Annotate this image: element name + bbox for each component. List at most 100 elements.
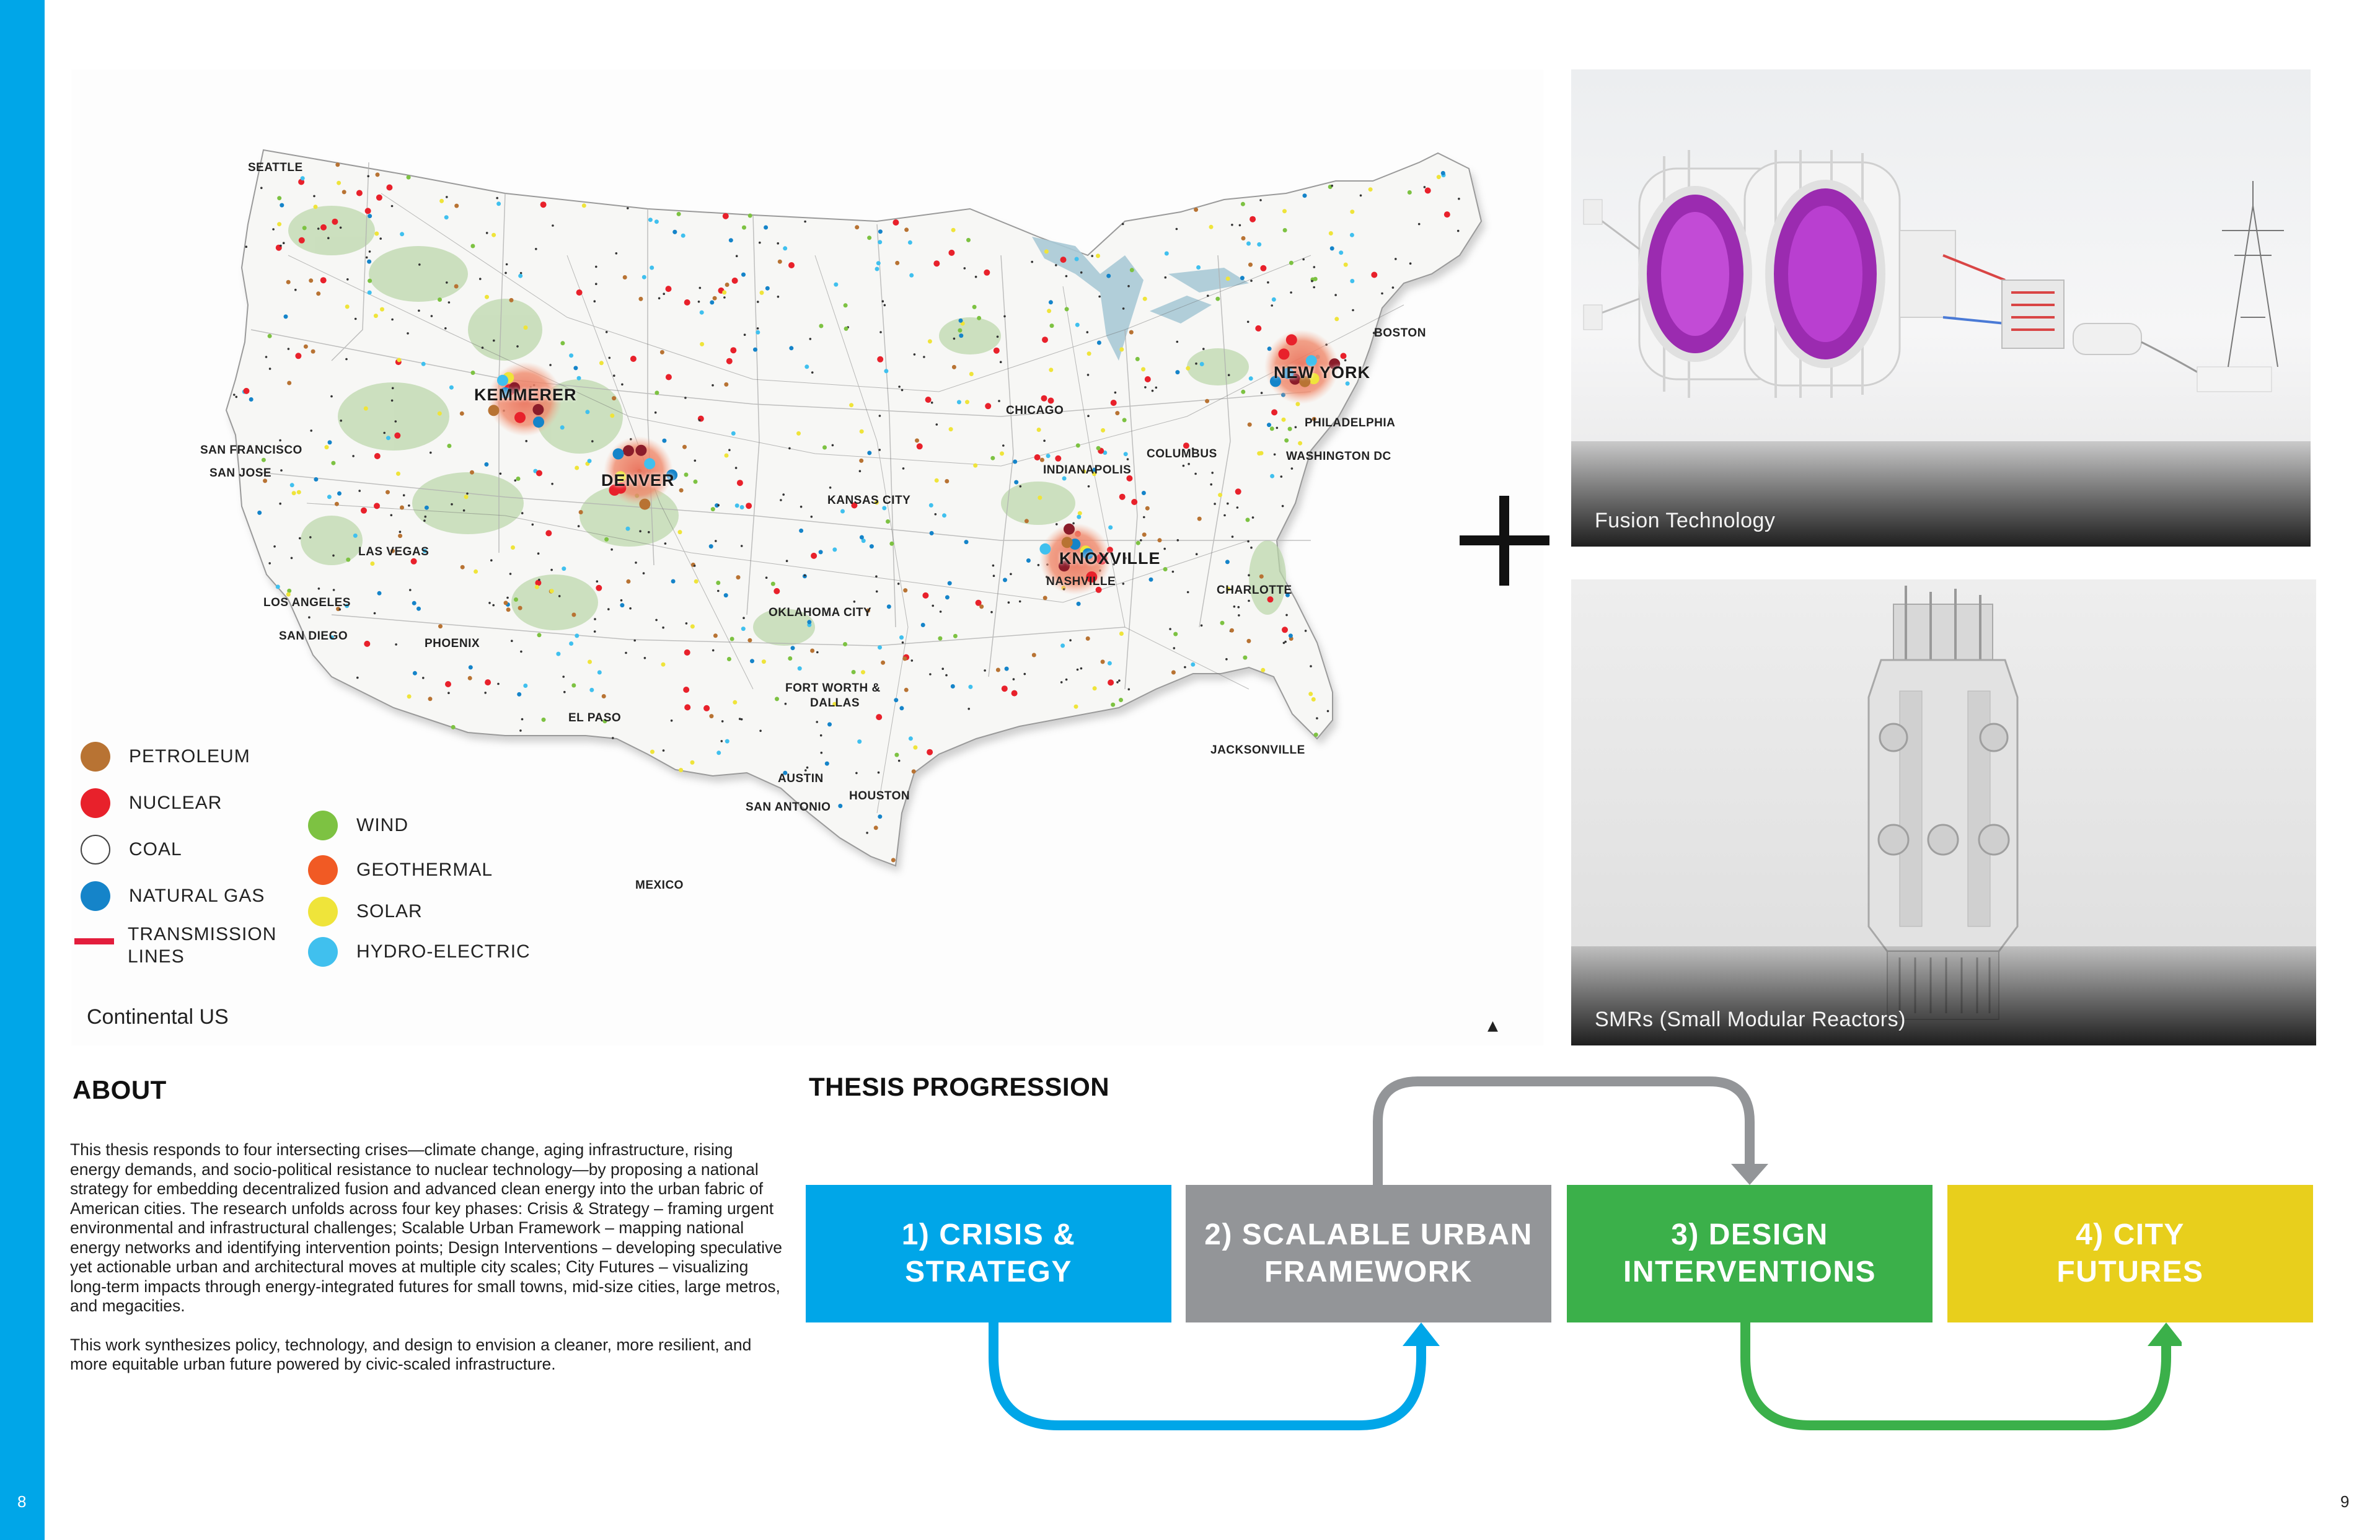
about-body: This thesis responds to four intersectin… (70, 1140, 783, 1394)
energy-dot (1237, 605, 1240, 609)
energy-dot (235, 395, 238, 398)
energy-dot (1270, 473, 1275, 478)
energy-dot (1171, 570, 1175, 573)
energy-dot (280, 244, 282, 247)
energy-dot (313, 195, 315, 198)
energy-dot (346, 557, 351, 562)
energy-dot (409, 589, 412, 591)
energy-dot (1092, 686, 1097, 691)
energy-dot (408, 504, 410, 507)
energy-dot (819, 323, 824, 328)
energy-dot (367, 259, 372, 264)
energy-dot (882, 506, 887, 511)
legend-label: COAL (129, 839, 182, 860)
energy-dot (462, 509, 465, 512)
energy-dot (1118, 679, 1121, 682)
energy-dot (1101, 428, 1106, 433)
energy-dot (263, 478, 268, 483)
energy-dot (400, 505, 404, 510)
energy-dot (774, 587, 780, 594)
energy-dot (363, 406, 368, 411)
energy-dot (990, 610, 993, 614)
energy-dot (492, 604, 495, 607)
energy-dot (731, 277, 738, 284)
energy-dot (391, 318, 394, 321)
energy-dot (807, 620, 812, 625)
energy-dot (1143, 516, 1145, 519)
energy-dot (761, 659, 766, 664)
energy-dot (1350, 209, 1355, 214)
energy-dot (1076, 601, 1081, 606)
energy-dot (1391, 286, 1395, 289)
energy-dot (1352, 309, 1354, 312)
energy-dot (1220, 620, 1225, 625)
energy-dot (421, 361, 426, 366)
energy-dot (320, 277, 327, 284)
energy-dot (589, 687, 594, 692)
energy-dot (386, 184, 393, 191)
energy-dot (280, 469, 283, 472)
energy-dot (777, 296, 780, 298)
energy-dot (447, 444, 452, 448)
step-label: 1) CRISIS & (901, 1218, 1076, 1251)
city-label-mexico: MEXICO (635, 879, 684, 892)
energy-dot (977, 315, 982, 320)
energy-dot (595, 265, 597, 268)
energy-dot (311, 349, 315, 354)
energy-dot (345, 358, 348, 361)
city-label-oklahoma-city: OKLAHOMA CITY (769, 606, 872, 619)
energy-dot (697, 301, 700, 303)
energy-dot (797, 666, 802, 671)
energy-dot (902, 467, 905, 470)
energy-dot (447, 692, 450, 694)
energy-dot (1069, 639, 1072, 641)
energy-dot (783, 770, 788, 775)
energy-dot (993, 347, 1000, 354)
energy-dot (838, 804, 843, 808)
energy-dot (1359, 194, 1362, 197)
energy-dot (1223, 514, 1226, 517)
energy-dot (1048, 300, 1053, 305)
energy-dot (466, 492, 469, 495)
energy-dot (1247, 422, 1252, 427)
energy-dot (683, 687, 690, 693)
energy-dot (956, 400, 961, 405)
energy-dot (1031, 653, 1036, 658)
energy-dot (664, 542, 667, 545)
energy-dot (996, 335, 999, 338)
energy-dot (1269, 426, 1274, 431)
smr-image: SMRs (Small Modular Reactors) (1571, 579, 2316, 1045)
energy-dot (249, 397, 253, 402)
energy-dot (439, 198, 444, 203)
energy-dot (310, 429, 313, 432)
energy-dot (261, 457, 266, 462)
energy-dot (309, 278, 314, 283)
energy-dot (294, 288, 297, 291)
energy-dot (289, 483, 294, 488)
energy-dot (690, 624, 695, 629)
energy-dot (859, 458, 864, 463)
energy-dot (1458, 198, 1460, 200)
energy-dot (1114, 391, 1117, 394)
hub-energy-dot (532, 403, 544, 415)
energy-dot (1196, 265, 1201, 270)
step-label: FRAMEWORK (1264, 1256, 1473, 1288)
energy-dot (1076, 668, 1079, 671)
energy-dot (1122, 307, 1125, 310)
energy-dot (1119, 631, 1124, 636)
energy-dot (373, 314, 378, 319)
energy-dot (626, 579, 631, 584)
page-number-right: 9 (2340, 1492, 2350, 1511)
city-label-charlotte: CHARLOTTE (1217, 584, 1292, 597)
energy-dot (809, 338, 812, 340)
energy-dot (947, 581, 952, 586)
energy-dot (556, 651, 561, 656)
city-label-phoenix: PHOENIX (425, 637, 480, 650)
energy-dot (968, 684, 973, 689)
energy-dot (1225, 658, 1228, 661)
energy-dot (1308, 692, 1313, 697)
energy-dot (298, 237, 305, 244)
energy-dot (1018, 600, 1021, 603)
energy-dot (878, 449, 881, 451)
energy-dot (717, 504, 720, 506)
